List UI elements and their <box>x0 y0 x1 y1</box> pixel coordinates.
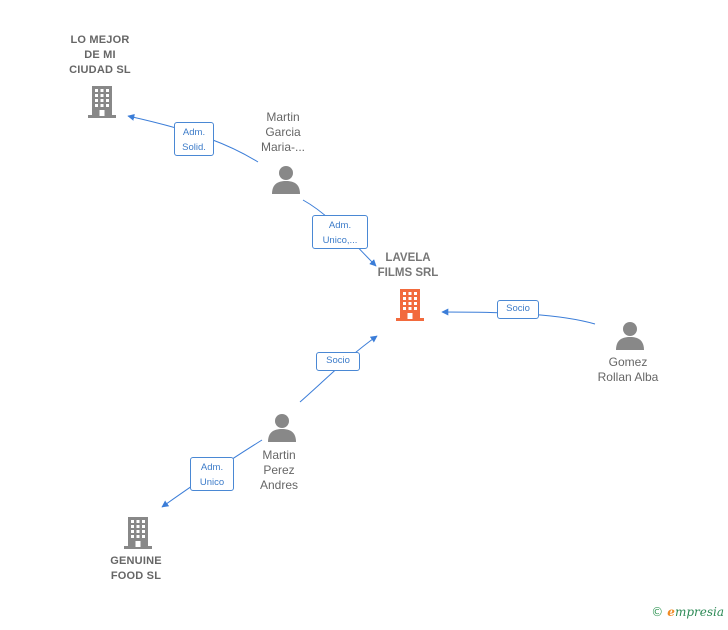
person-icon <box>616 322 644 350</box>
node-label-lo-mejor[interactable]: LO MEJOR DE MI CIUDAD SL <box>69 34 131 76</box>
node-label-martin-perez[interactable]: Martin Perez Andres <box>259 448 299 492</box>
node-label-genuine[interactable]: GENUINE FOOD SL <box>110 555 162 582</box>
copyright-icon: © <box>651 605 664 619</box>
person-icon <box>272 166 300 194</box>
node-label-lavela[interactable]: LAVELA FILMS SRL <box>377 252 439 279</box>
node-label-gomez[interactable]: Gomez Rollan Alba <box>597 355 659 384</box>
edge-label-adm-unico: Adm. Unico <box>190 457 234 491</box>
brand-logo: ©empresia <box>651 605 724 619</box>
person-icon <box>268 414 296 442</box>
edge-label-adm-unico-trunc: Adm. Unico,... <box>312 215 368 249</box>
building-icon-main <box>396 289 424 321</box>
brand-initial: e <box>667 605 675 619</box>
building-icon <box>124 517 152 549</box>
edge-label-socio-perez: Socio <box>316 352 360 371</box>
edge-label-socio-gomez: Socio <box>497 300 539 319</box>
edge-label-adm-solid: Adm. Solid. <box>174 122 214 156</box>
building-icon <box>88 86 116 118</box>
node-label-martin-garcia[interactable]: Martin Garcia Maria-... <box>260 110 305 154</box>
brand-name: mpresia <box>674 605 724 619</box>
